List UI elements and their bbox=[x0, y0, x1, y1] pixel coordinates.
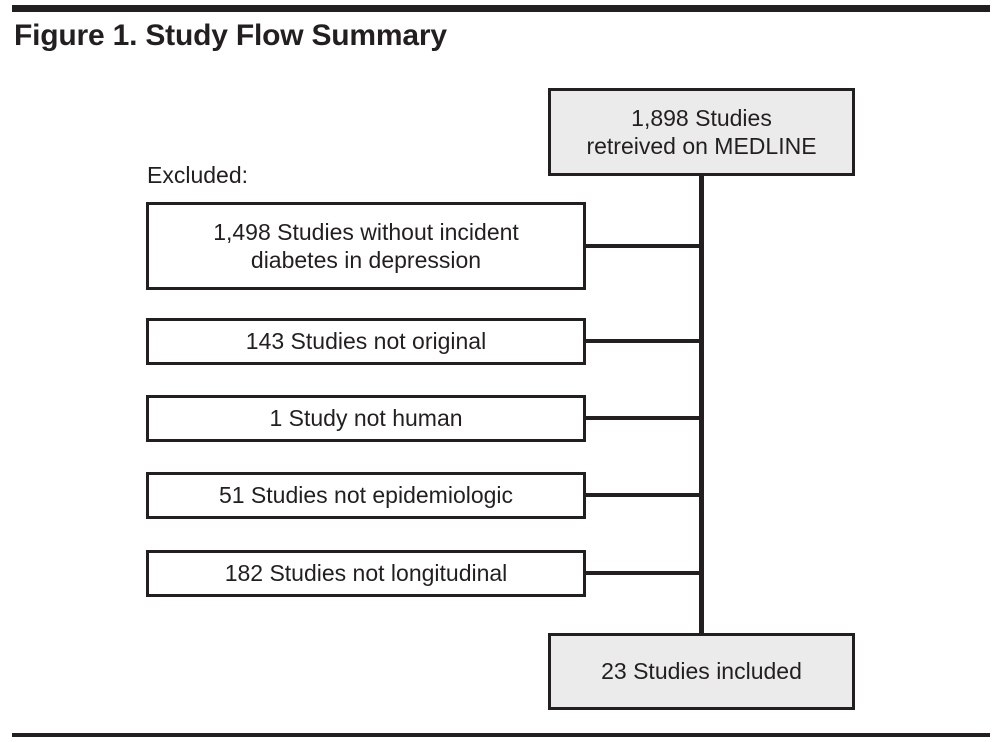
figure-title: Figure 1. Study Flow Summary bbox=[14, 19, 447, 52]
branch-connector-not-original bbox=[586, 339, 702, 343]
branch-connector-not-human bbox=[586, 416, 702, 420]
node-excluded-not-epidemiologic: 51 Studies not epidemiologic bbox=[146, 472, 586, 519]
node-studies-retrieved: 1,898 Studies retreived on MEDLINE bbox=[548, 88, 855, 176]
node-studies-included-text: 23 Studies included bbox=[601, 658, 802, 685]
node-excluded-not-epidemiologic-text: 51 Studies not epidemiologic bbox=[218, 482, 514, 509]
node-excluded-not-original: 143 Studies not original bbox=[146, 318, 586, 365]
node-studies-included: 23 Studies included bbox=[548, 633, 855, 710]
node-excluded-not-original-text: 143 Studies not original bbox=[245, 328, 487, 355]
node-excluded-no-incident-diabetes-line2: diabetes in depression bbox=[250, 247, 482, 273]
node-excluded-not-longitudinal-text: 182 Studies not longitudinal bbox=[224, 560, 508, 587]
branch-connector-no-incident-diabetes bbox=[586, 244, 702, 248]
node-studies-retrieved-line2: retreived on MEDLINE bbox=[586, 133, 817, 159]
node-studies-retrieved-text: 1,898 Studies retreived on MEDLINE bbox=[559, 104, 844, 160]
node-excluded-not-human: 1 Study not human bbox=[146, 395, 586, 442]
excluded-label: Excluded: bbox=[147, 162, 249, 188]
bottom-rule bbox=[12, 733, 990, 737]
branch-connector-not-longitudinal bbox=[586, 571, 702, 575]
node-excluded-no-incident-diabetes-line1: 1,498 Studies without incident bbox=[213, 218, 519, 245]
node-excluded-no-incident-diabetes-text: 1,498 Studies without incident diabetes … bbox=[157, 218, 575, 274]
node-excluded-not-longitudinal: 182 Studies not longitudinal bbox=[146, 550, 586, 597]
branch-connector-not-epidemiologic bbox=[586, 493, 702, 497]
node-studies-retrieved-line1: 1,898 Studies bbox=[631, 104, 772, 131]
node-excluded-not-human-text: 1 Study not human bbox=[269, 405, 463, 432]
top-rule bbox=[12, 5, 990, 12]
flow-spine-connector bbox=[699, 176, 704, 634]
node-excluded-no-incident-diabetes: 1,498 Studies without incident diabetes … bbox=[146, 202, 586, 290]
